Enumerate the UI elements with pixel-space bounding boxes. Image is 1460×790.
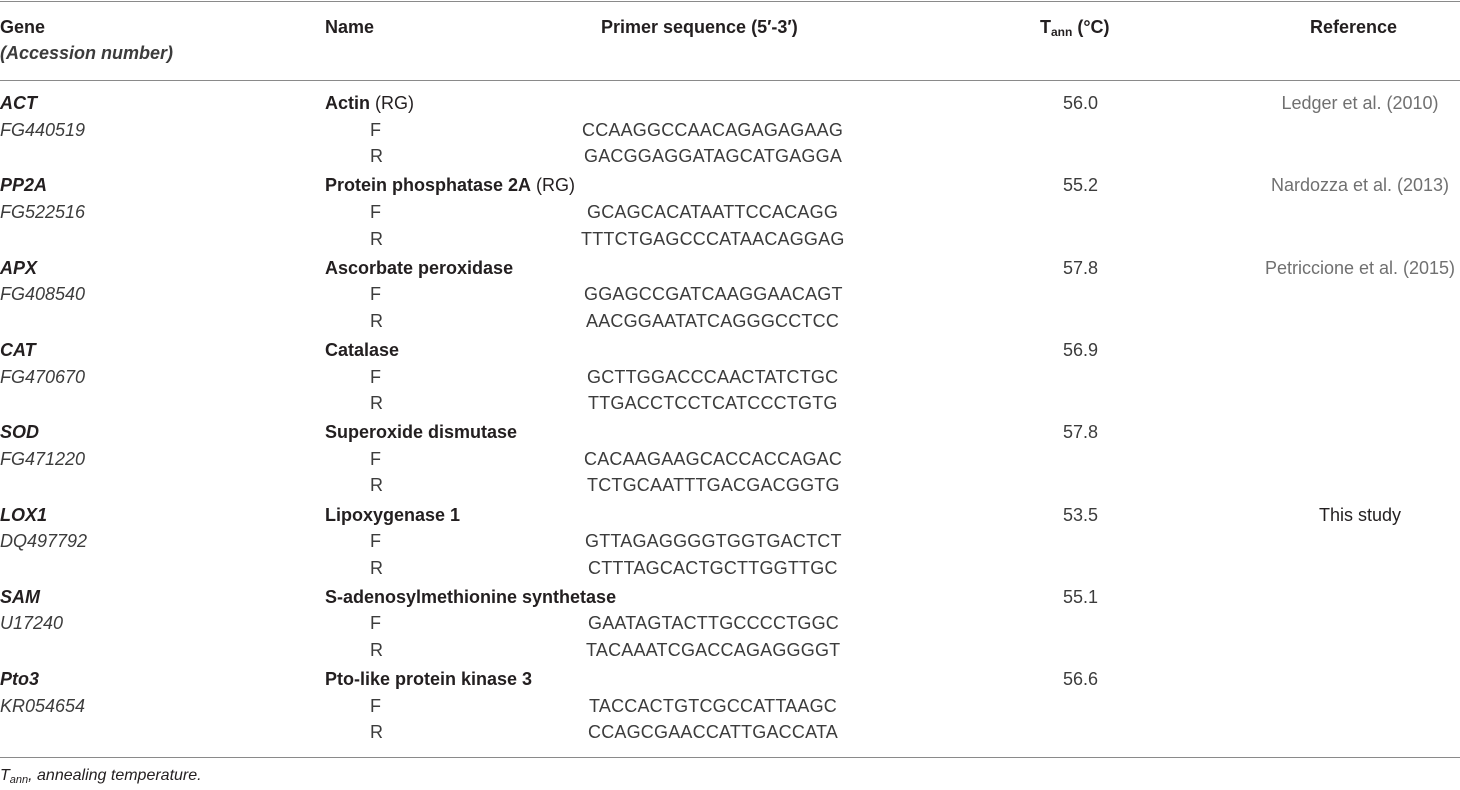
forward-label: F [370,695,381,716]
header-primer: Primer sequence (5′-3′) [601,17,798,37]
forward-sequence: CACAAGAAGCACCACCAGAC [584,448,843,469]
footnote-text: , annealing temperature. [28,767,202,784]
forward-sequence: TACCACTGTCGCCATTAAGC [589,695,837,716]
reference-cite: Nardozza et al. (2013) [1270,175,1450,196]
reverse-sequence: AACGGAATATCAGGGCCTCC [586,310,840,331]
reference-cite: This study [1318,504,1402,525]
reverse-sequence: TTGACCTCCTCATCCCTGTG [588,393,838,414]
reference-gene-tag: (RG) [370,93,414,113]
forward-label: F [370,448,381,469]
annealing-temperature: 55.2 [1063,175,1099,196]
forward-label: F [370,613,381,634]
gene-name: Lipoxygenase 1 [325,502,460,528]
reverse-label: R [370,310,383,331]
reverse-label: R [370,475,383,496]
gene-name: S-adenosylmethionine synthetase [325,584,616,610]
gene-name: Actin (RG) [325,90,414,116]
header-tann-unit: (°C) [1072,17,1110,37]
gene-symbol: APX [0,257,38,278]
annealing-temperature: 56.9 [1063,339,1099,360]
annealing-temperature: 57.8 [1063,257,1099,278]
accession-number: FG471220 [0,448,86,469]
forward-sequence: GCAGCACATAATTCCACAGG [587,201,839,222]
accession-number: DQ497792 [0,531,88,552]
header-name: Name [325,17,375,37]
forward-sequence: CCAAGGCCAACAGAGAGAAG [582,119,844,140]
gene-name-text: Pto-like protein kinase 3 [325,669,533,690]
gene-symbol: SAM [0,586,40,607]
forward-label: F [370,119,381,140]
gene-name-text: Lipoxygenase 1 [325,504,461,525]
gene-symbol: LOX1 [0,504,48,525]
header-gene: Gene (Accession number) [0,14,173,66]
forward-sequence: GGAGCCGATCAAGGAACAGT [584,284,843,305]
reverse-label: R [370,393,383,414]
annealing-temperature: 53.5 [1063,504,1099,525]
reverse-label: R [370,640,383,660]
gene-symbol: Pto3 [0,669,40,690]
reverse-label: R [370,557,383,578]
gene-name-text: Actin [325,93,370,113]
header-reference: Reference [1310,17,1398,37]
header-tann-sub: ann [1051,25,1073,39]
reference-cite: Ledger et al. (2010) [1281,93,1439,113]
header-rule [0,80,1460,81]
annealing-temperature: 55.1 [1063,586,1099,607]
header-tann: Tann (°C) [1040,14,1110,45]
gene-name: Pto-like protein kinase 3 [325,666,532,692]
forward-label: F [370,284,381,305]
forward-sequence: GAATAGTACTTGCCCCTGGC [588,613,839,634]
accession-number: KR054654 [0,695,86,716]
accession-number: U17240 [0,613,64,634]
reverse-sequence: TCTGCAATTTGACGACGGTG [587,475,840,496]
bottom-rule [0,757,1460,758]
forward-label: F [370,366,381,387]
footnote-sub: ann [9,774,29,786]
gene-name-text: S-adenosylmethionine synthetase [325,586,617,607]
reverse-sequence: TACAAATCGACCAGAGGGGT [586,640,841,660]
reverse-label: R [370,228,383,249]
gene-name-text: Protein phosphatase 2A [325,175,532,196]
gene-name: Ascorbate peroxidase [325,255,513,281]
footnote: Tann, annealing temperature. [0,766,202,790]
accession-number: FG522516 [0,201,86,222]
forward-sequence: GTTAGAGGGGTGGTGACTCT [585,531,842,552]
forward-label: F [370,201,381,222]
annealing-temperature: 56.0 [1063,93,1099,113]
gene-name: Protein phosphatase 2A (RG) [325,172,575,198]
header-tann-main: T [1040,17,1051,37]
header-gene-label: Gene [0,17,46,37]
top-rule [0,1,1460,2]
gene-name-text: Ascorbate peroxidase [325,257,514,278]
reverse-sequence: GACGGAGGATAGCATGAGGA [584,146,843,167]
annealing-temperature: 57.8 [1063,422,1099,443]
reference-gene-tag: (RG) [531,175,576,196]
reference-cite: Petriccione et al. (2015) [1264,257,1456,278]
accession-number: FG440519 [0,119,86,140]
gene-name: Catalase [325,337,399,363]
forward-sequence: GCTTGGACCCAACTATCTGC [587,366,839,387]
gene-name-text: Superoxide dismutase [325,422,518,443]
gene-name: Superoxide dismutase [325,419,517,445]
reverse-label: R [370,722,383,743]
reverse-sequence: TTTCTGAGCCCATAACAGGAG [581,228,845,249]
forward-label: F [370,531,381,552]
reverse-sequence: CCAGCGAACCATTGACCATA [588,722,839,743]
reverse-sequence: CTTTAGCACTGCTTGGTTGC [588,557,838,578]
gene-symbol: ACT [0,93,37,113]
accession-number: FG408540 [0,284,86,305]
footnote-main: T [0,767,10,784]
gene-name-text: Catalase [325,339,400,360]
accession-number: FG470670 [0,366,86,387]
gene-symbol: SOD [0,422,40,443]
annealing-temperature: 56.6 [1063,669,1099,690]
header-accession-label: (Accession number) [0,43,174,63]
gene-symbol: CAT [0,339,36,360]
reverse-label: R [370,146,383,167]
gene-symbol: PP2A [0,175,48,196]
